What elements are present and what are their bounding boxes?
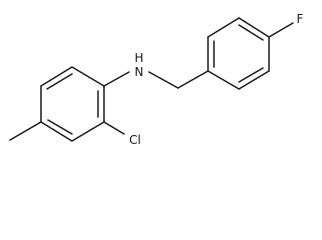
bond-r6-r1 [207, 70, 240, 90]
bond-ch2-to-right-ring [177, 70, 209, 89]
double-bond-inner-c3-c4 [47, 119, 73, 135]
bond-nitrogen-to-ch2 [148, 71, 179, 89]
bond-c2-c3 [71, 121, 105, 142]
bond-ring-to-methyl [9, 121, 42, 141]
right-benzene-ring [207, 17, 270, 90]
bond-c3-c4 [40, 121, 73, 142]
molecule-structure-diagram: N H Cl F [9, 12, 304, 147]
bond-ring-to-chlorine [103, 121, 125, 135]
left-benzene-ring [40, 66, 105, 142]
nitrogen-label: N [135, 65, 144, 79]
bond-r2-r3 [207, 17, 240, 38]
double-bond-inner-r3-r4 [238, 24, 264, 41]
double-bond-inner-r5-r6 [238, 67, 264, 83]
double-bond-inner-c5-c6 [46, 73, 73, 90]
bond-r3-r4 [238, 17, 270, 38]
bond-c5-c6 [40, 66, 73, 87]
chlorine-label: Cl [129, 133, 141, 147]
bond-ring-to-nitrogen [103, 71, 130, 87]
bond-r5-r6 [238, 70, 270, 90]
bond-c6-c1 [71, 66, 105, 87]
bond-ring-to-fluorine [268, 22, 294, 38]
hydrogen-label: H [134, 51, 143, 65]
fluorine-label: F [297, 12, 304, 26]
